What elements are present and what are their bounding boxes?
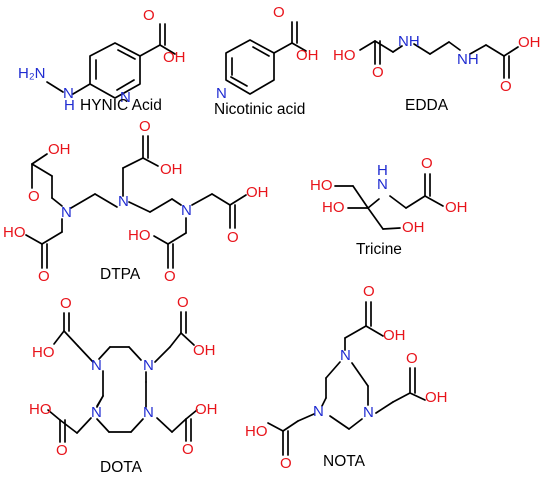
dota-n-4: N [143,404,154,421]
tricine-hydroxyl-acid: OH [445,199,468,216]
edda-carbonyl-o-right: O [500,78,512,95]
dota-carbonyl-o-1: O [60,295,72,312]
edda-bonds [359,40,519,79]
molecule-dota: O HO N O OH N HO O N OH O N DOTA [29,294,218,476]
dtpa-carbonyl-o-5: O [164,268,176,285]
tricine-nh-h: H [377,162,388,179]
dota-carbonyl-o-3: O [56,442,68,459]
dtpa-n-1: N [61,204,72,221]
dtpa-caption: DTPA [100,266,141,283]
dtpa-carbonyl-o-4: O [227,229,239,246]
tricine-nh-n: N [377,176,388,193]
dota-carbonyl-o-2: O [177,294,189,311]
hynic-nh-h: H [64,97,75,114]
dota-caption: DOTA [100,459,143,476]
nota-carbonyl-o-2: O [406,350,418,367]
hynic-ring-n: N [120,89,131,106]
hynic-hydroxyl: OH [163,49,186,66]
dota-bonds [47,311,198,443]
molecule-tricine: HO N H O OH HO OH Tricine [310,155,468,258]
dtpa-bonds [25,135,247,269]
molecule-hynic: O OH N N H H₂N HYNIC Acid [18,7,186,114]
nota-n-3: N [313,403,324,420]
dota-carbonyl-o-4: O [182,441,194,458]
hynic-nh-n: N [63,85,74,102]
edda-hydroxyl-right: OH [518,34,541,51]
molecule-edda: HO O NH NH OH O EDDA [333,33,541,114]
nota-carbonyl-o-3: O [280,455,292,472]
nota-bonds [267,301,426,456]
tricine-bonds [334,173,444,230]
nota-hydroxyl-3: HO [245,423,268,440]
hynic-caption: HYNIC Acid [80,97,162,114]
tricine-hydroxyl-3: OH [402,219,425,236]
nota-hydroxyl-2: OH [425,389,448,406]
dtpa-carbonyl-o-1: O [28,188,40,205]
edda-nh-right: NH [457,51,479,68]
edda-nh-left: NH [398,33,420,50]
nicotinic-caption: Nicotinic acid [214,101,305,118]
tricine-caption: Tricine [356,241,402,258]
dota-n-2: N [143,357,154,374]
nota-carbonyl-o-1: O [363,283,375,300]
dota-hydroxyl-2: OH [193,342,216,359]
hynic-amine: H₂N [18,65,46,82]
nicotinic-carbonyl-o: O [273,4,285,21]
dtpa-hydroxyl-5: HO [128,227,151,244]
dota-hydroxyl-3: HO [29,401,52,418]
dtpa-carbonyl-o-2: O [38,268,50,285]
nicotinic-bonds [225,21,307,95]
tricine-carbonyl-o: O [421,155,433,172]
nota-n-1: N [340,347,351,364]
tricine-hydroxyl-2: HO [322,199,345,216]
molecule-nota: O OH N O OH N N HO O NOTA [245,283,448,472]
dota-n-3: N [91,404,102,421]
dtpa-n-2: N [118,193,129,210]
molecule-nicotinic-acid: O OH N Nicotinic acid [214,4,319,118]
hynic-carbonyl-o: O [143,7,155,24]
dtpa-hydroxyl-3: OH [160,161,183,178]
dtpa-carbonyl-o-3: O [139,118,151,135]
edda-caption: EDDA [405,97,449,114]
edda-hydroxyl-left: HO [333,47,356,64]
nota-hydroxyl-1: OH [383,327,406,344]
dota-n-1: N [91,357,102,374]
nicotinic-hydroxyl: OH [296,47,319,64]
dtpa-hydroxyl-1: OH [48,141,71,158]
tricine-hydroxyl-1: HO [310,177,333,194]
nicotinic-ring-n: N [216,85,227,102]
dota-hydroxyl-1: HO [32,344,55,361]
edda-carbonyl-o-left: O [372,64,384,81]
dtpa-n-3: N [181,202,192,219]
dota-hydroxyl-4: OH [195,401,218,418]
dtpa-hydroxyl-4: OH [246,184,269,201]
nota-caption: NOTA [323,453,366,470]
molecule-dtpa: O OH N HO O N O OH N OH O HO O DTPA [3,118,269,285]
nota-n-2: N [363,404,374,421]
hynic-bonds [46,23,176,99]
dtpa-hydroxyl-2: HO [3,224,26,241]
